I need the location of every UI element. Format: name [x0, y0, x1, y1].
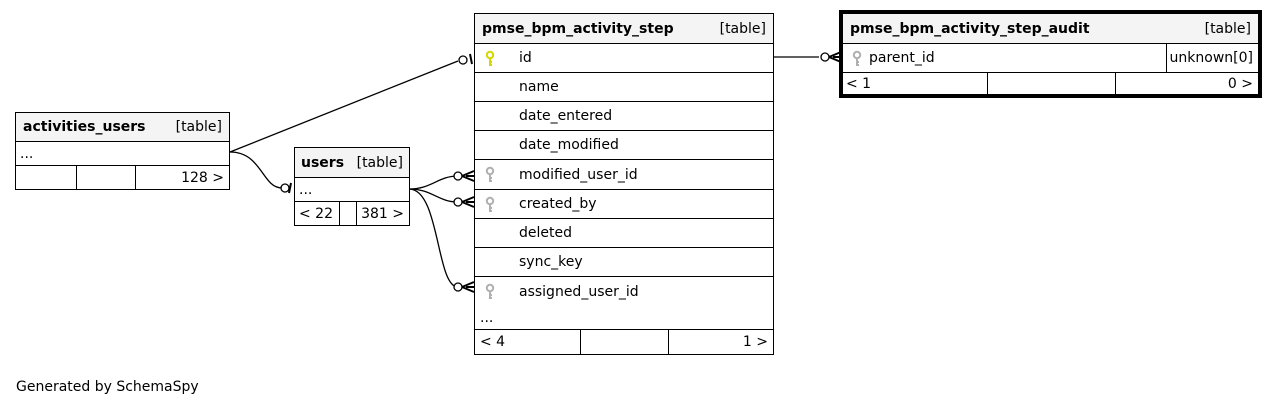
relation-counts-row: 128 > [16, 166, 229, 189]
column-name: date_modified [519, 137, 619, 153]
table-activities-users[interactable]: activities_users [table] ... 128 > [15, 112, 230, 190]
edge-users-to-assigned-user [408, 188, 459, 288]
column-row[interactable]: assigned_user_id [475, 277, 773, 307]
column-name: created_by [519, 196, 597, 212]
generated-by-footer: Generated by SchemaSpy [16, 379, 199, 395]
column-row[interactable]: id [475, 44, 773, 73]
edge-end-crowfoot [461, 196, 475, 208]
column-list: id name date_entered date_modified modified_… [475, 44, 773, 307]
ellipsis-row: ... [16, 142, 229, 166]
edge-end-bar [288, 182, 292, 194]
edge-end-crowfoot [461, 170, 475, 182]
edge-end-circle [453, 171, 463, 181]
edge-end-circle [453, 197, 463, 207]
table-name: users [301, 154, 345, 171]
column-row[interactable]: sync_key [475, 248, 773, 277]
foreign-key-icon [485, 283, 495, 299]
edge-end-crowfoot [461, 281, 475, 293]
column-name: deleted [519, 225, 572, 241]
children-count[interactable]: 1 > [742, 334, 768, 350]
table-type-tag: [table] [1204, 20, 1251, 37]
foreign-key-icon [485, 166, 495, 182]
table-users[interactable]: users [table] ... < 22 381 > [294, 147, 410, 226]
table-header: users [table] [295, 148, 409, 178]
table-type-tag: [table] [719, 20, 766, 37]
edge-end-bar [469, 53, 473, 65]
column-name: name [519, 79, 559, 95]
column-row[interactable]: modified_user_id [475, 160, 773, 190]
table-pmse-bpm-activity-step[interactable]: pmse_bpm_activity_step [table] id name dat… [474, 13, 774, 355]
edge-end-circle [820, 52, 830, 62]
column-name: date_entered [519, 108, 613, 124]
relation-counts-row: < 4 1 > [475, 330, 773, 354]
table-type-tag: [table] [175, 119, 222, 135]
table-name: pmse_bpm_activity_step_audit [850, 20, 1090, 37]
table-header: pmse_bpm_activity_step [table] [475, 14, 773, 44]
children-count[interactable]: 128 > [181, 169, 224, 186]
edge-activities-users-to-users [229, 151, 283, 189]
column-name: assigned_user_id [519, 284, 639, 300]
column-row[interactable]: created_by [475, 190, 773, 219]
column-row[interactable]: date_entered [475, 102, 773, 131]
ellipsis-row: ... [475, 307, 773, 330]
edge-end-circle [458, 55, 468, 65]
edge-users-to-modified-user [408, 175, 459, 190]
column-row[interactable]: name [475, 73, 773, 102]
ellipsis: ... [299, 181, 313, 198]
table-header: activities_users [table] [16, 113, 229, 142]
ellipsis-row: ... [295, 178, 409, 202]
table-name: pmse_bpm_activity_step [482, 20, 674, 37]
column-type: unknown[0] [1169, 50, 1253, 66]
table-type-tag: [table] [356, 154, 403, 171]
ellipsis: ... [20, 145, 34, 162]
edge-end-circle [280, 183, 290, 193]
column-name: id [519, 50, 532, 66]
ellipsis: ... [480, 310, 494, 326]
relation-counts-row: < 1 0 > [843, 73, 1258, 94]
column-name: sync_key [519, 254, 583, 270]
table-name: activities_users [23, 119, 146, 135]
table-pmse-bpm-activity-step-audit[interactable]: pmse_bpm_activity_step_audit [table] par… [839, 10, 1262, 98]
relation-counts-row: < 22 381 > [295, 202, 409, 225]
children-count[interactable]: 0 > [1227, 75, 1253, 92]
edge-activities-users-to-step-id [229, 60, 459, 153]
column-row[interactable]: date_modified [475, 131, 773, 160]
edge-end-circle [453, 282, 463, 292]
column-name: modified_user_id [519, 166, 638, 183]
parents-count[interactable]: < 22 [299, 205, 333, 222]
parents-count[interactable]: < 4 [480, 334, 506, 350]
foreign-key-icon [852, 50, 862, 66]
primary-key-icon [485, 50, 495, 66]
column-row[interactable]: deleted [475, 219, 773, 248]
foreign-key-icon [485, 196, 495, 212]
children-count[interactable]: 381 > [361, 205, 404, 222]
column-row[interactable]: parent_id unknown[0] [843, 44, 1258, 73]
column-name: parent_id [869, 50, 935, 66]
parents-count[interactable]: < 1 [846, 75, 872, 92]
table-header: pmse_bpm_activity_step_audit [table] [843, 14, 1258, 44]
